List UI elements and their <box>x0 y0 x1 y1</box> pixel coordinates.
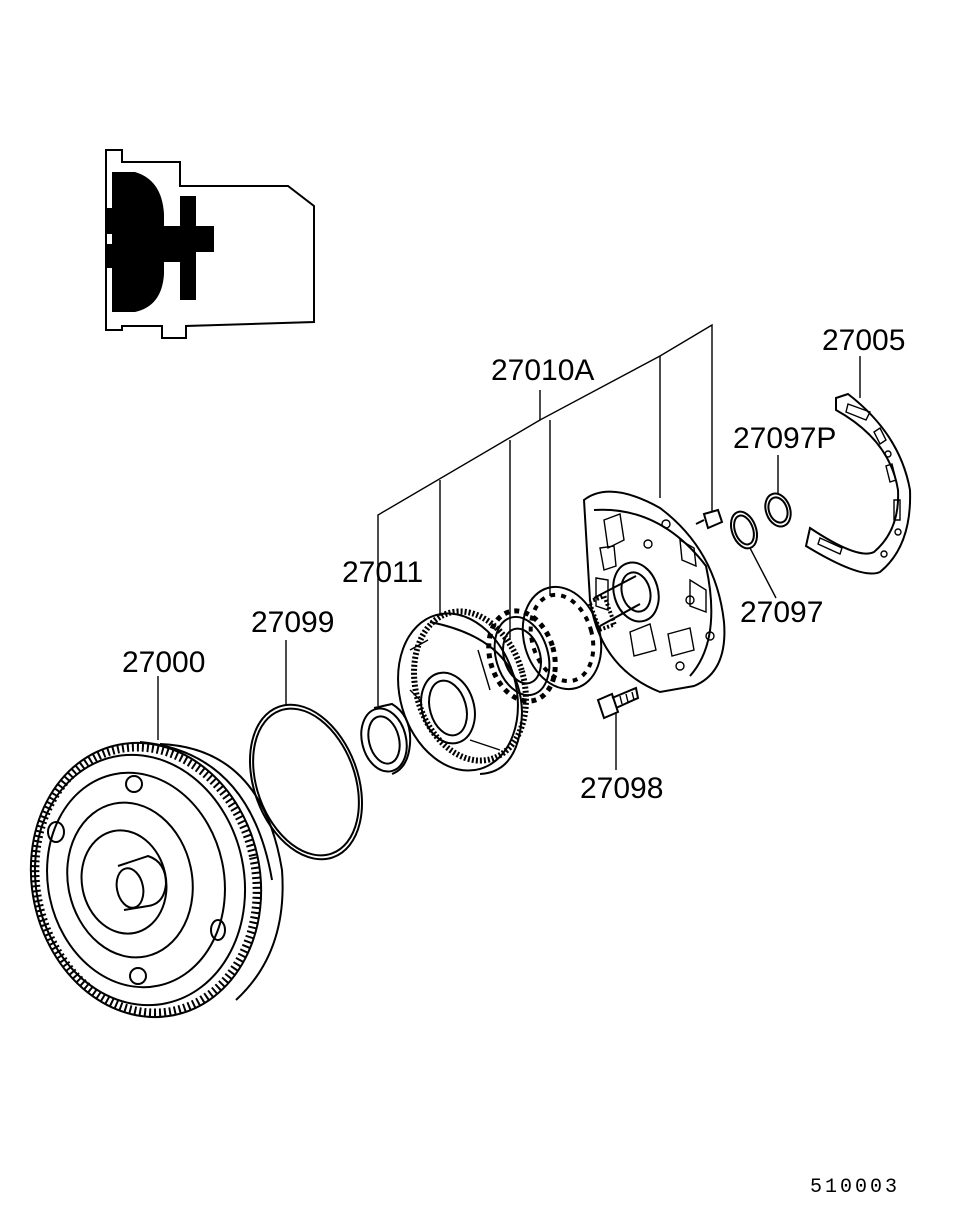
torque-converter <box>29 741 284 1019</box>
label-oil-pump-assy: 27010A <box>491 354 594 387</box>
oil-seal <box>360 702 412 775</box>
label-seal-ring: 27097 <box>740 596 823 629</box>
diagram-code: 510003 <box>810 1176 900 1199</box>
seal-ring <box>729 510 759 550</box>
label-seal-ring-p: 27097P <box>733 422 836 455</box>
label-bolt: 27098 <box>580 772 663 805</box>
bolt <box>596 686 640 720</box>
inner-gear <box>486 608 558 704</box>
small-bolt <box>695 508 724 530</box>
seal-ring-p <box>764 492 792 528</box>
label-gasket: 27005 <box>822 324 905 357</box>
label-torque-converter: 27000 <box>122 646 205 679</box>
leader-lines <box>157 323 861 770</box>
pump-cover <box>582 490 726 694</box>
location-inset <box>105 149 315 339</box>
label-o-ring: 27099 <box>251 606 334 639</box>
label-oil-seal: 27011 <box>342 556 423 589</box>
gasket <box>804 392 912 575</box>
o-ring <box>248 703 364 861</box>
